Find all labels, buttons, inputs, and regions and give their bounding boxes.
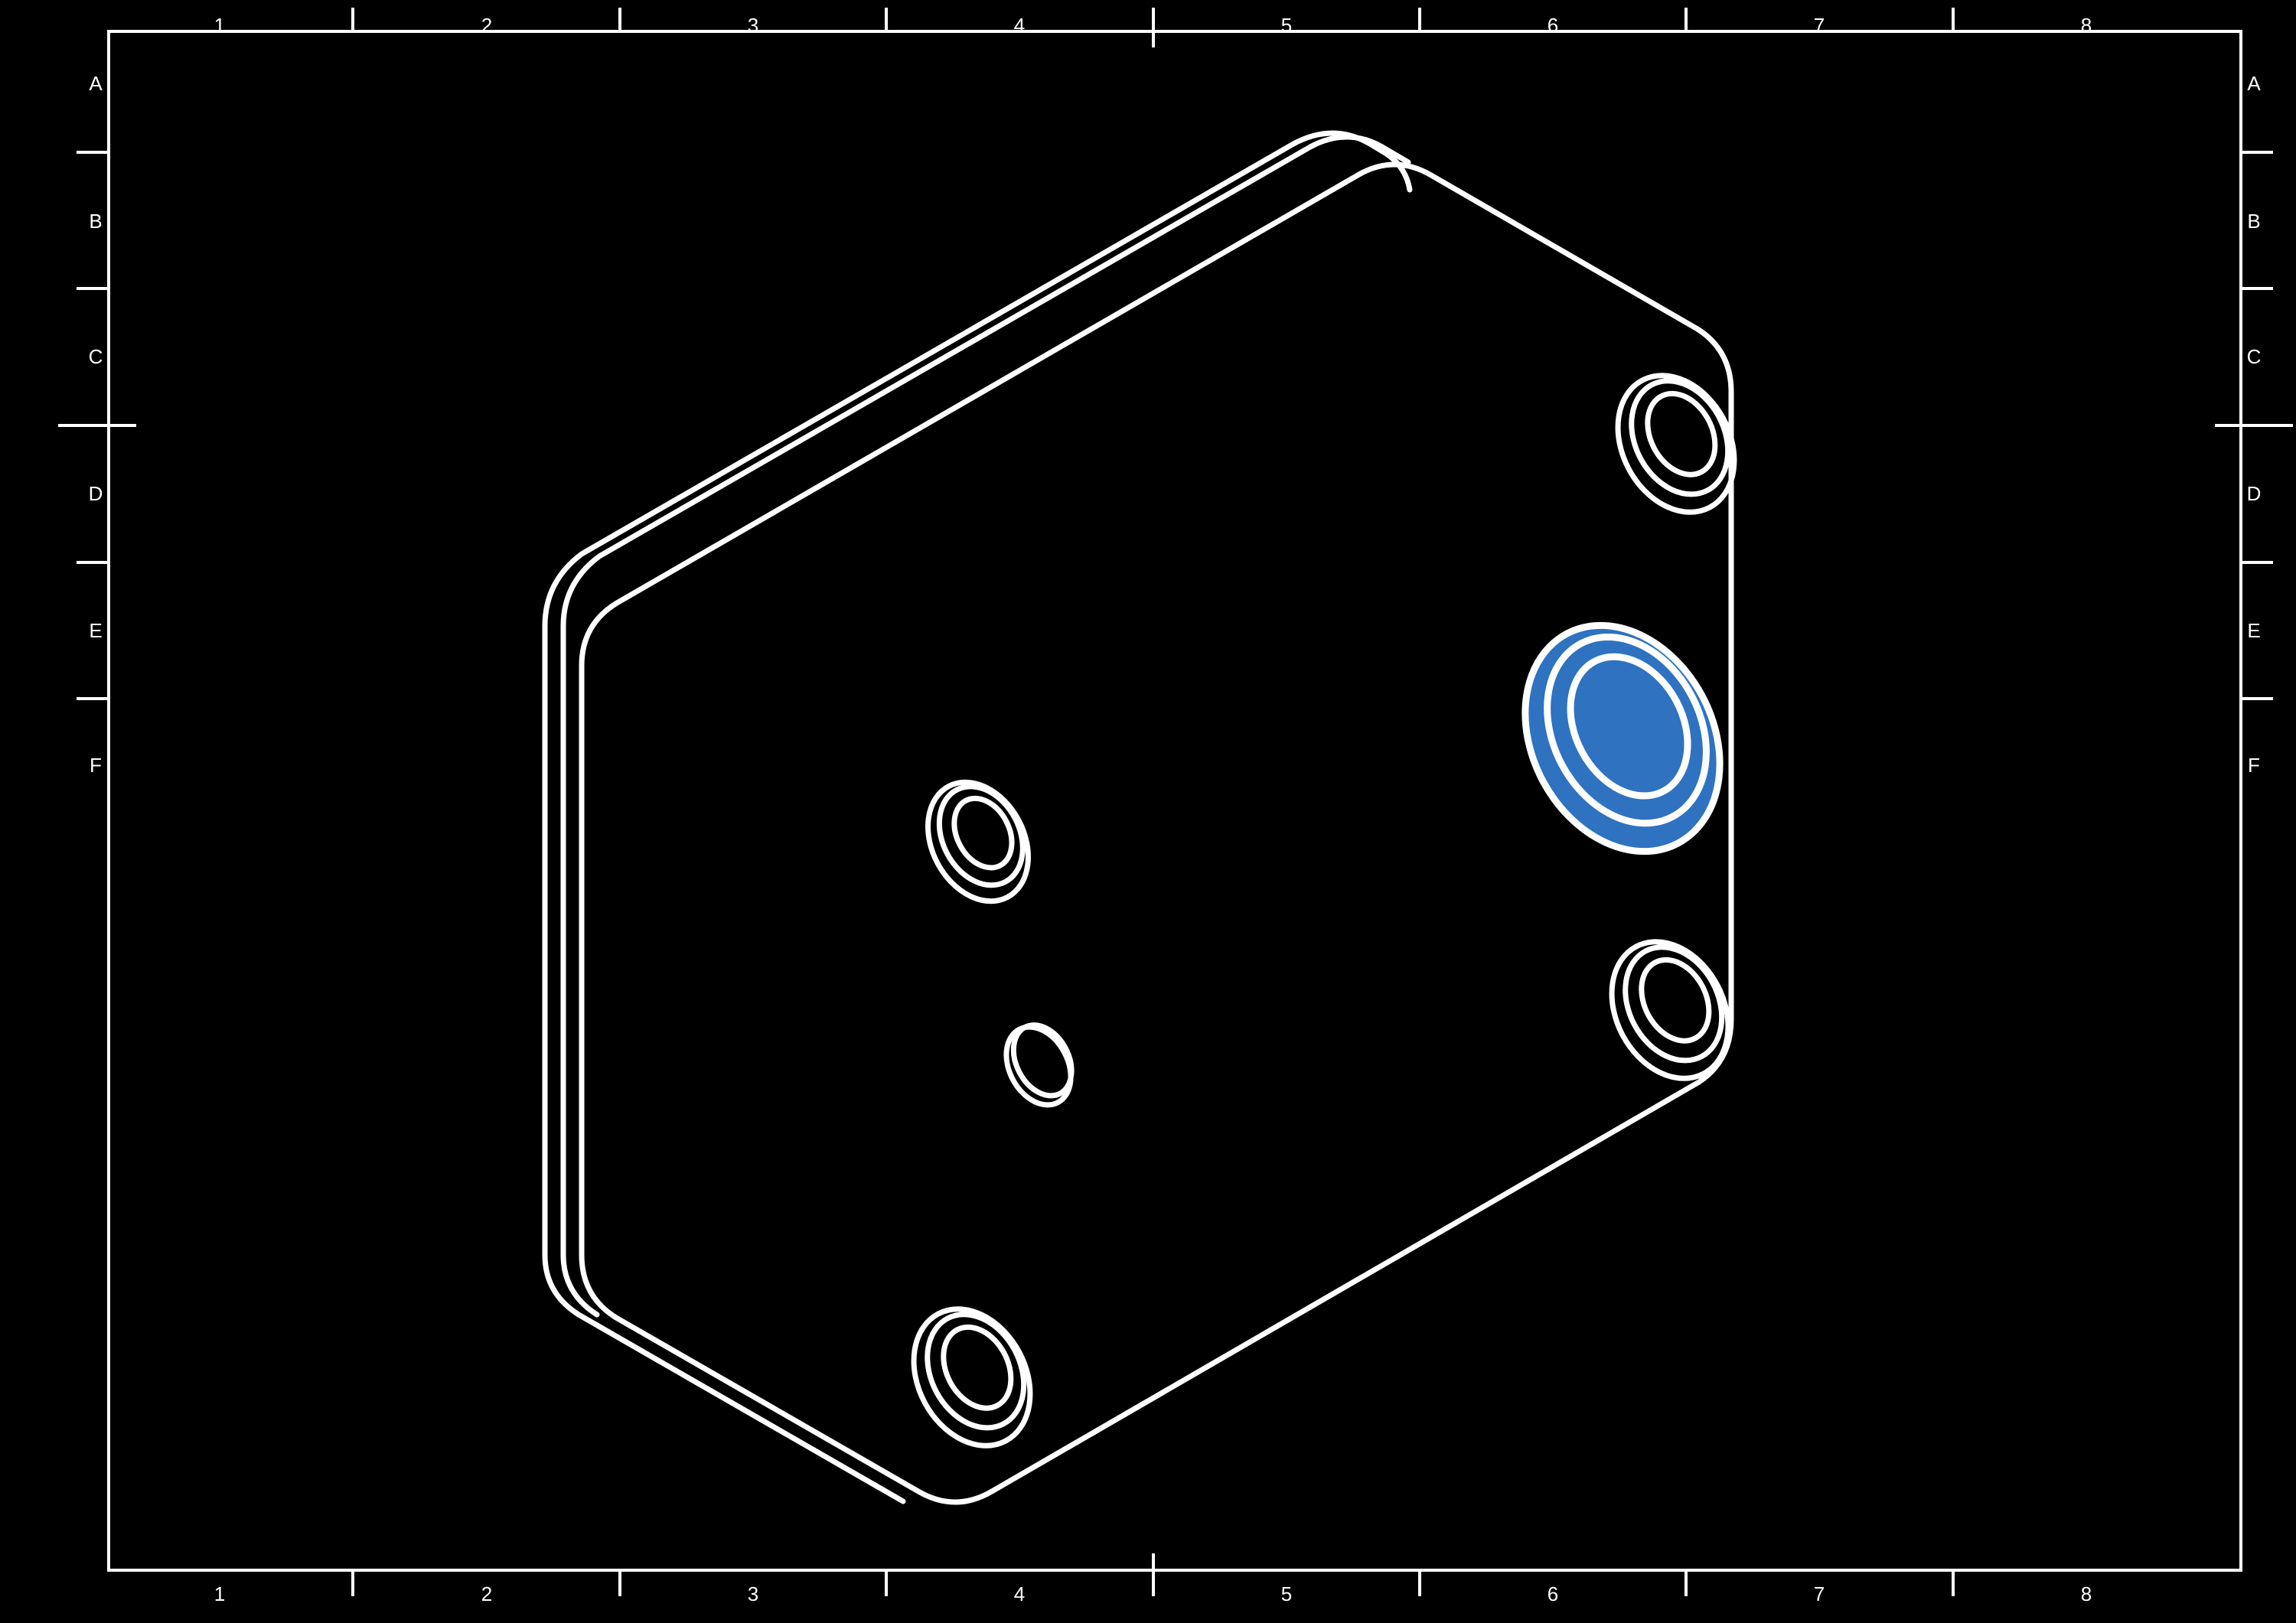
zone-label-left-a: A: [89, 72, 103, 95]
zone-ticks-bottom: [351, 1553, 1955, 1596]
boss-lower-right[interactable]: [1589, 921, 1751, 1099]
hole-small-center[interactable]: [993, 1015, 1086, 1116]
zone-label-bottom-3: 3: [747, 1582, 759, 1605]
zone-label-bottom-6: 6: [1547, 1582, 1559, 1605]
zone-label-top-3: 3: [747, 14, 759, 37]
boss-center-right-selected[interactable]: [1487, 592, 1758, 886]
zone-label-top-8: 8: [2080, 14, 2092, 37]
drawing-frame: [107, 30, 2242, 1572]
boss-center-plate[interactable]: [908, 764, 1049, 918]
zone-label-right-d: D: [2246, 482, 2262, 505]
selected-boss-bore: [1567, 653, 1691, 800]
zone-label-left-f: F: [90, 754, 102, 777]
zone-ticks-top: [351, 8, 1955, 47]
boss-mid-ring: [1623, 944, 1725, 1064]
boss-bore-hole: [951, 795, 1015, 871]
plate-thickness-edge: [560, 134, 1411, 1258]
plate-top-corner-cap: [1378, 148, 1413, 193]
boss-upper-right[interactable]: [1595, 355, 1757, 533]
zone-label-left-e: E: [89, 619, 103, 642]
zone-label-bottom-8: 8: [2080, 1582, 2092, 1605]
boss-bore-hole: [941, 1324, 1014, 1411]
plate-left-edge-bottom-connector: [542, 1252, 582, 1318]
zone-label-bottom-7: 7: [1813, 1582, 1825, 1605]
zone-label-top-6: 6: [1547, 14, 1559, 37]
boss-outer-ring: [911, 1306, 1033, 1449]
zone-ticks-right: [2215, 151, 2293, 700]
zone-label-bottom-4: 4: [1013, 1582, 1026, 1605]
zone-label-left-d: D: [88, 482, 103, 505]
boss-mid-ring: [925, 1312, 1027, 1431]
plate-back-face-outline: [542, 130, 1384, 1258]
zone-label-right-b: B: [2247, 210, 2261, 233]
zone-label-top-7: 7: [1813, 14, 1825, 37]
boss-bottom-left[interactable]: [891, 1289, 1053, 1466]
zone-label-left-c: C: [88, 345, 103, 368]
zone-label-top-2: 2: [481, 14, 493, 37]
boss-mid-ring: [936, 784, 1026, 888]
zone-label-top-5: 5: [1280, 14, 1293, 37]
zone-label-bottom-1: 1: [214, 1582, 226, 1605]
zone-label-top-1: 1: [214, 14, 226, 37]
boss-bore-hole: [1639, 957, 1712, 1044]
zone-label-right-e: E: [2247, 619, 2261, 642]
zone-label-right-a: A: [2247, 72, 2261, 95]
boss-bore-hole: [1645, 390, 1718, 477]
boss-outer-ring: [1609, 939, 1731, 1081]
zone-label-bottom-2: 2: [481, 1582, 493, 1605]
zone-ticks-left: [58, 151, 136, 700]
plate-front-face-outline: [579, 161, 1734, 1505]
zone-label-left-b: B: [89, 210, 103, 233]
plate-left-edge-bottom-connector-2: [560, 1252, 600, 1318]
zone-label-top-4: 4: [1013, 14, 1026, 37]
zone-label-bottom-5: 5: [1280, 1582, 1293, 1605]
hole-near-edge: [1010, 1022, 1075, 1099]
frame-rectangle: [107, 30, 2242, 1572]
zone-label-right-c: C: [2246, 345, 2262, 368]
part-geometry[interactable]: [542, 130, 1757, 1505]
boss-outer-ring: [1615, 373, 1737, 515]
zone-label-right-f: F: [2248, 754, 2260, 777]
plate-bottom-left-extrusion: [576, 1312, 906, 1504]
boss-mid-ring: [1629, 378, 1731, 497]
